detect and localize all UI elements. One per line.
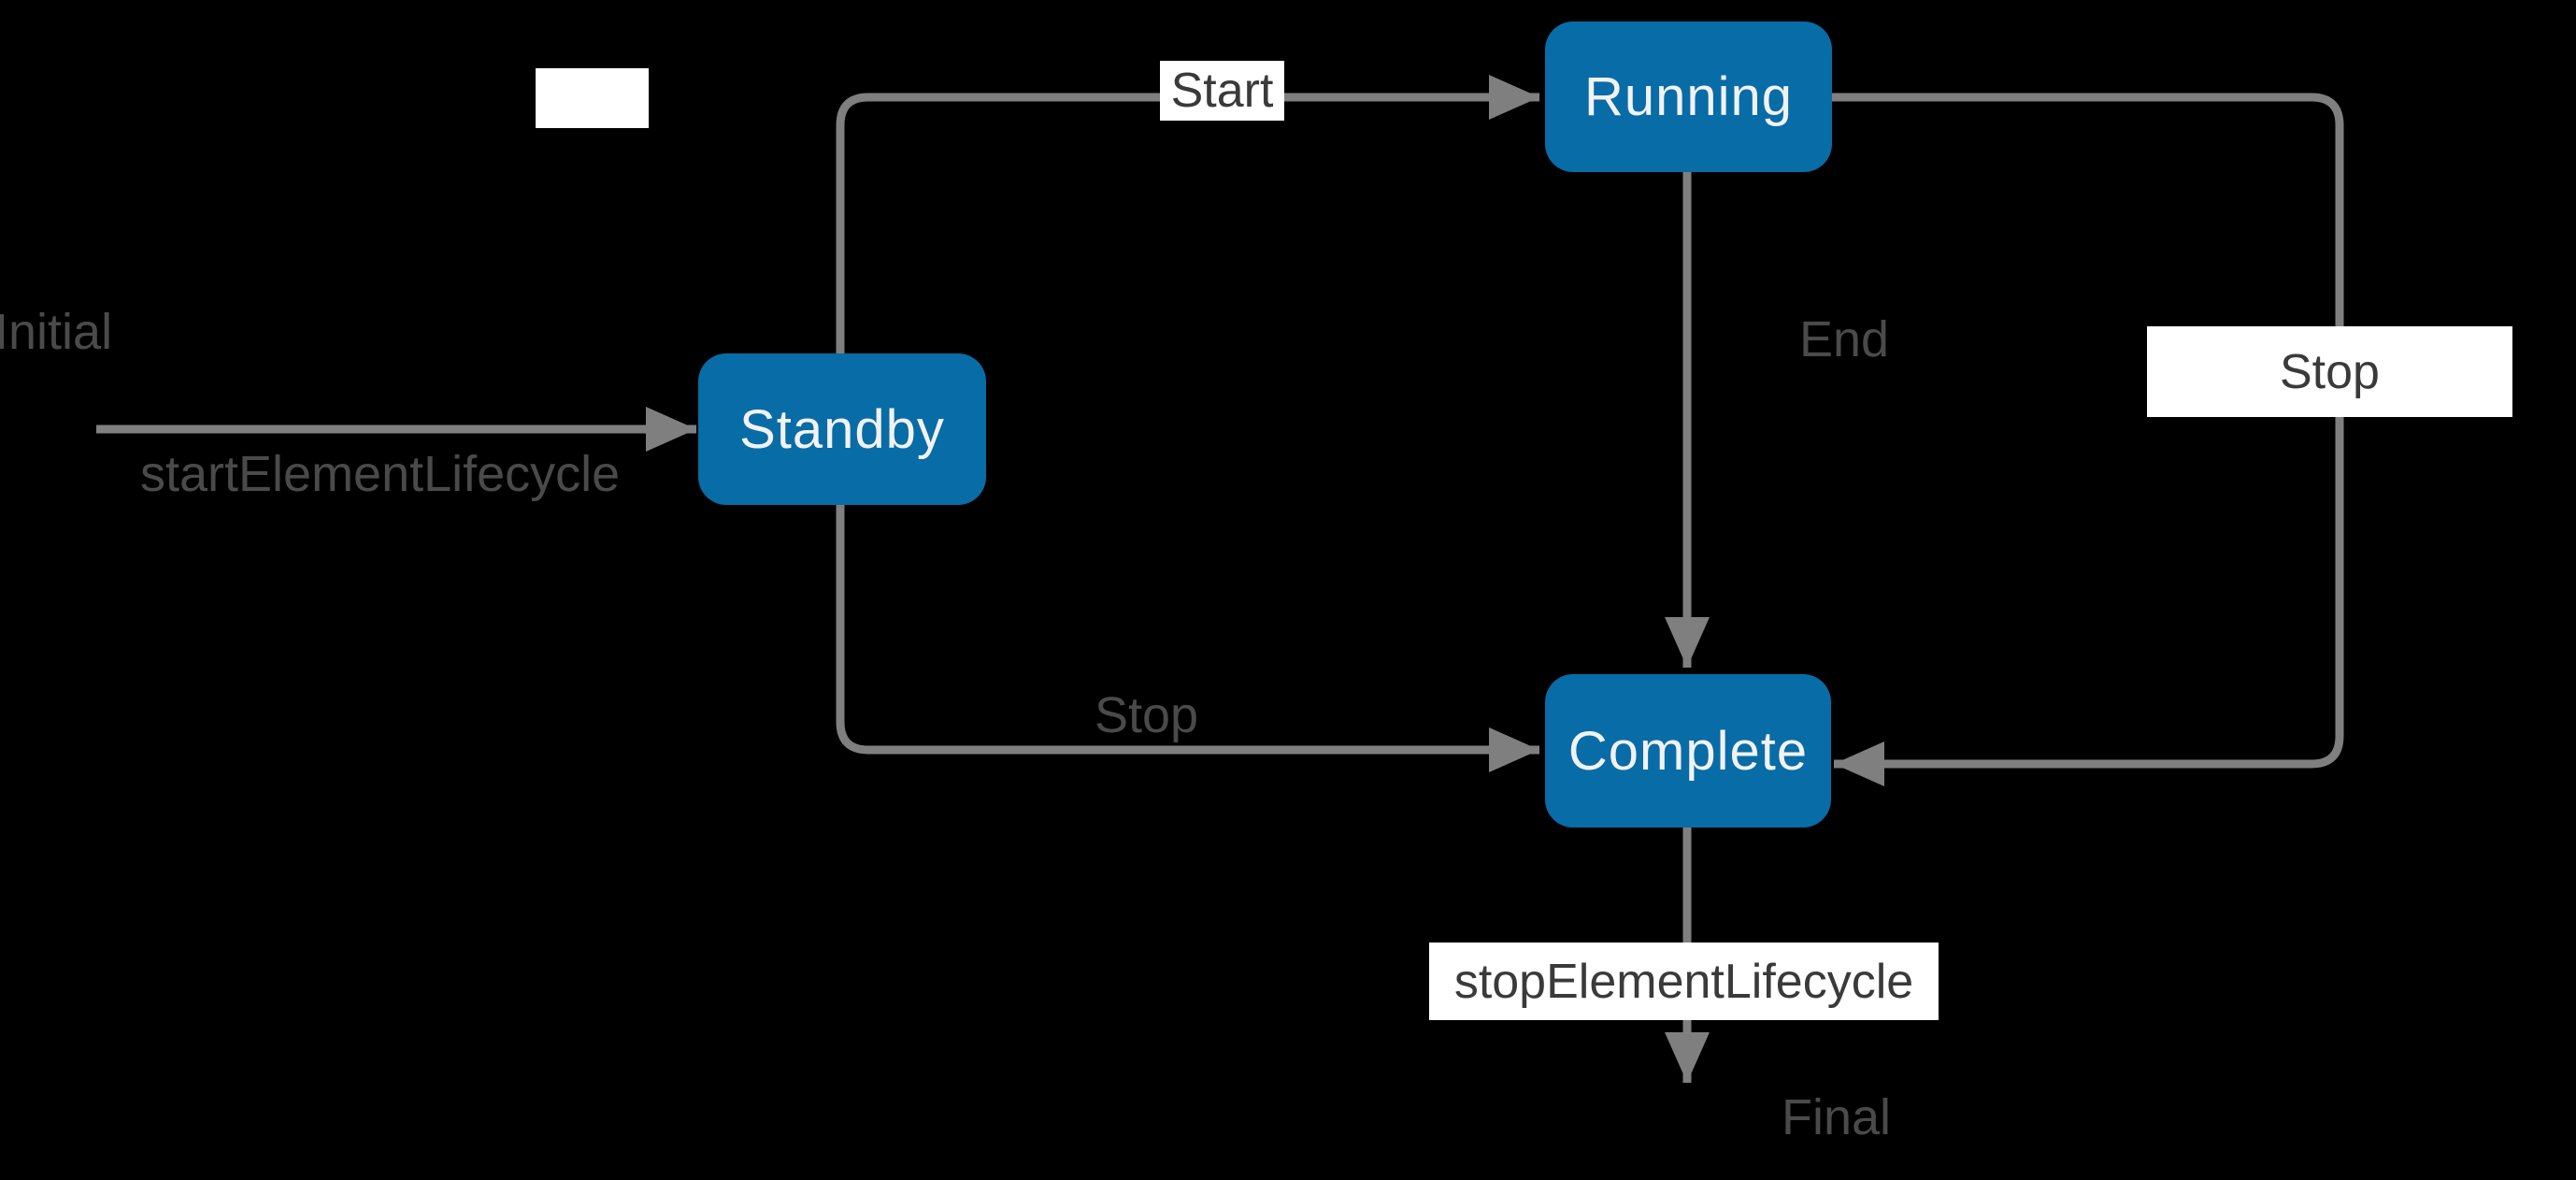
edge-label-stop-lifecycle: stopElementLifecycle [1429,943,1939,1020]
empty-label-box [536,68,649,128]
edge-label-stop-right: Stop [2147,326,2512,417]
edge-label-start-lifecycle: startElementLifecycle [140,446,621,502]
state-node-running: Running [1545,22,1832,172]
state-node-standby: Standby [698,353,986,505]
state-node-complete-label: Complete [1567,720,1809,782]
edge-label-stop-left: Stop [1095,687,1199,743]
endpoint-label-initial: Initial [0,304,113,360]
edge-label-end: End [1799,311,1890,367]
endpoint-label-final: Final [1782,1089,1892,1145]
state-node-running-label: Running [1583,66,1794,127]
state-node-complete: Complete [1545,674,1831,827]
edge-standby-to-complete-stop [836,505,1539,772]
state-node-standby-label: Standby [739,398,945,460]
edge-running-to-complete-stop [1832,93,2344,786]
edge-standby-to-running [836,75,1539,353]
edge-label-start: Start [1160,61,1284,121]
